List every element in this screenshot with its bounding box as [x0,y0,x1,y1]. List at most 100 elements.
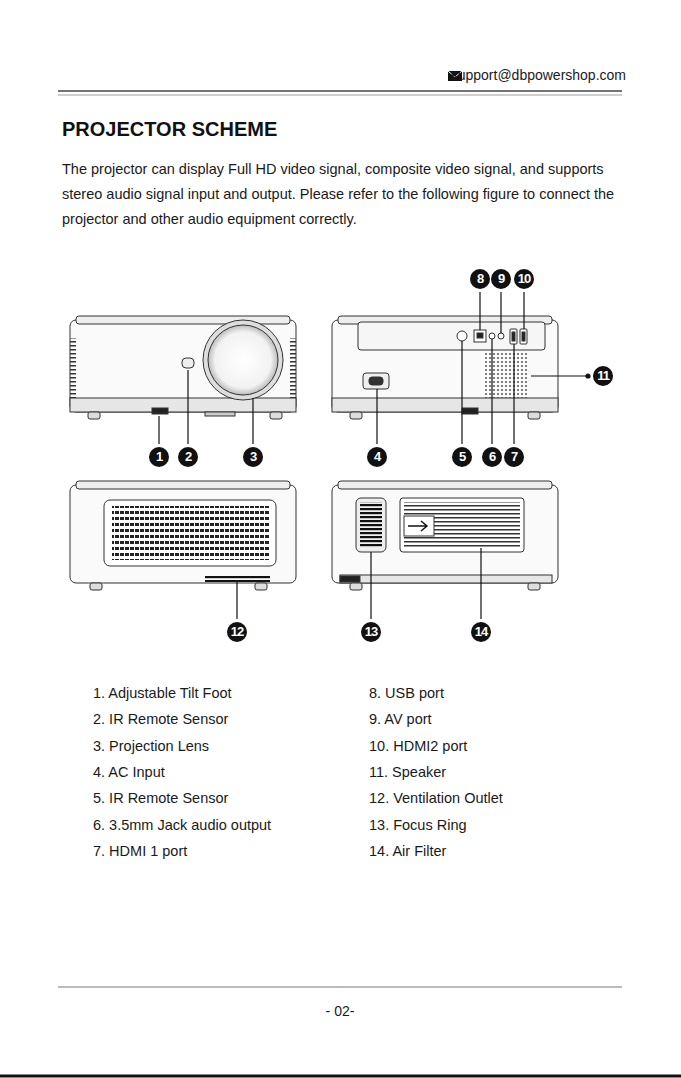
callout-number: 6 [482,447,502,467]
part-name: 1. Adjustable Tilt Foot [93,685,232,701]
drawing-part [112,506,270,560]
drawing-part [369,377,383,385]
drawing-part [522,332,525,341]
drawing-part [531,375,588,376]
callout-number: 12 [227,622,247,642]
leader-lines [159,292,590,619]
callout-number: 2 [178,447,198,467]
drawing-part [360,502,382,548]
part-name: 5. IR Remote Sensor [93,790,228,806]
drawing-part [88,412,100,419]
email-address: support@dbpowershop.com [451,67,626,83]
drawing-part [332,485,558,583]
drawing-part [0,1075,681,1078]
drawing-part [90,583,102,590]
drawing-part [586,374,590,378]
drawing-part [350,583,362,590]
drawing-part [404,516,434,536]
part-name: 3. Projection Lens [93,738,209,754]
drawing-part [528,412,540,419]
drawing-part [461,341,462,444]
drawing-part [270,412,282,419]
drawing-part [474,330,486,342]
drawing-part [479,292,480,330]
drawing-part [158,416,159,444]
part-name: 7. HDMI 1 port [93,843,187,859]
drawing-part [182,358,194,368]
drawing-part [528,583,540,590]
drawing-part [363,373,389,389]
drawing-part [483,352,529,400]
drawing-part [358,322,545,350]
drawing-part [512,332,515,341]
side-view [70,481,296,590]
drawing-part [408,521,427,531]
part-name: 9. AV port [369,711,432,727]
drawing-part [332,398,558,412]
part-name: 4. AC Input [93,764,165,780]
footer-rule [0,987,681,1076]
drawing-part [376,389,377,444]
drawing-part [498,333,504,339]
drawing-part [58,95,622,96]
drawing-part [255,583,267,590]
drawing-part [500,292,501,333]
drawing-part [489,333,495,339]
part-name: 2. IR Remote Sensor [93,711,228,727]
drawing-part [252,398,253,444]
drawing-part [400,498,524,552]
part-name: 13. Focus Ring [369,817,467,833]
callout-number: 9 [491,269,511,289]
callout-number: 14 [471,622,491,642]
drawing-part [104,500,276,566]
callout-number: 7 [504,447,524,467]
top-view [332,481,558,590]
back-view [332,316,558,419]
drawing-part [457,331,467,341]
drawing-part [480,548,481,619]
callout-number: 5 [452,447,472,467]
drawing-part [491,339,492,444]
part-name: 12. Ventilation Outlet [369,790,503,806]
callout-number: 8 [470,269,490,289]
drawing-part [208,325,278,395]
drawing-part [290,338,296,398]
drawing-part [356,498,386,552]
drawing-part [70,485,296,583]
drawing-part [70,398,296,412]
page-number: - 02- [326,1003,355,1019]
callout-number: 4 [367,447,387,467]
callout-number: 10 [514,269,534,289]
drawing-part [350,412,362,419]
drawing-part [510,329,517,344]
drawing-part [187,370,188,444]
intro-paragraph: The projector can display Full HD video … [62,157,627,232]
drawing-part [477,333,483,338]
drawing-part [523,292,524,329]
drawing-part [340,576,360,582]
drawing-part [70,338,76,398]
part-name: 14. Air Filter [369,843,446,859]
drawing-part [76,481,290,489]
part-name: 10. HDMI2 port [369,738,467,754]
drawing-part [152,408,168,414]
drawing-part [338,481,552,489]
drawing-part [205,576,270,582]
callout-number: 13 [361,622,381,642]
drawing-part [203,320,283,400]
page-title: PROJECTOR SCHEME [62,118,277,141]
front-view [70,316,296,419]
drawing-part [58,90,622,92]
part-name: 11. Speaker [369,764,446,780]
drawing-part [340,575,552,583]
drawing-part [513,344,514,444]
drawing-part [58,987,622,988]
drawing-part [370,552,371,619]
drawing-part [404,502,520,548]
part-name: 8. USB port [369,685,444,701]
callout-number: 11 [593,366,613,386]
callout-number: 1 [149,447,169,467]
drawing-part [332,320,558,412]
part-name: 6. 3.5mm Jack audio output [93,817,271,833]
drawing-part [520,329,527,344]
